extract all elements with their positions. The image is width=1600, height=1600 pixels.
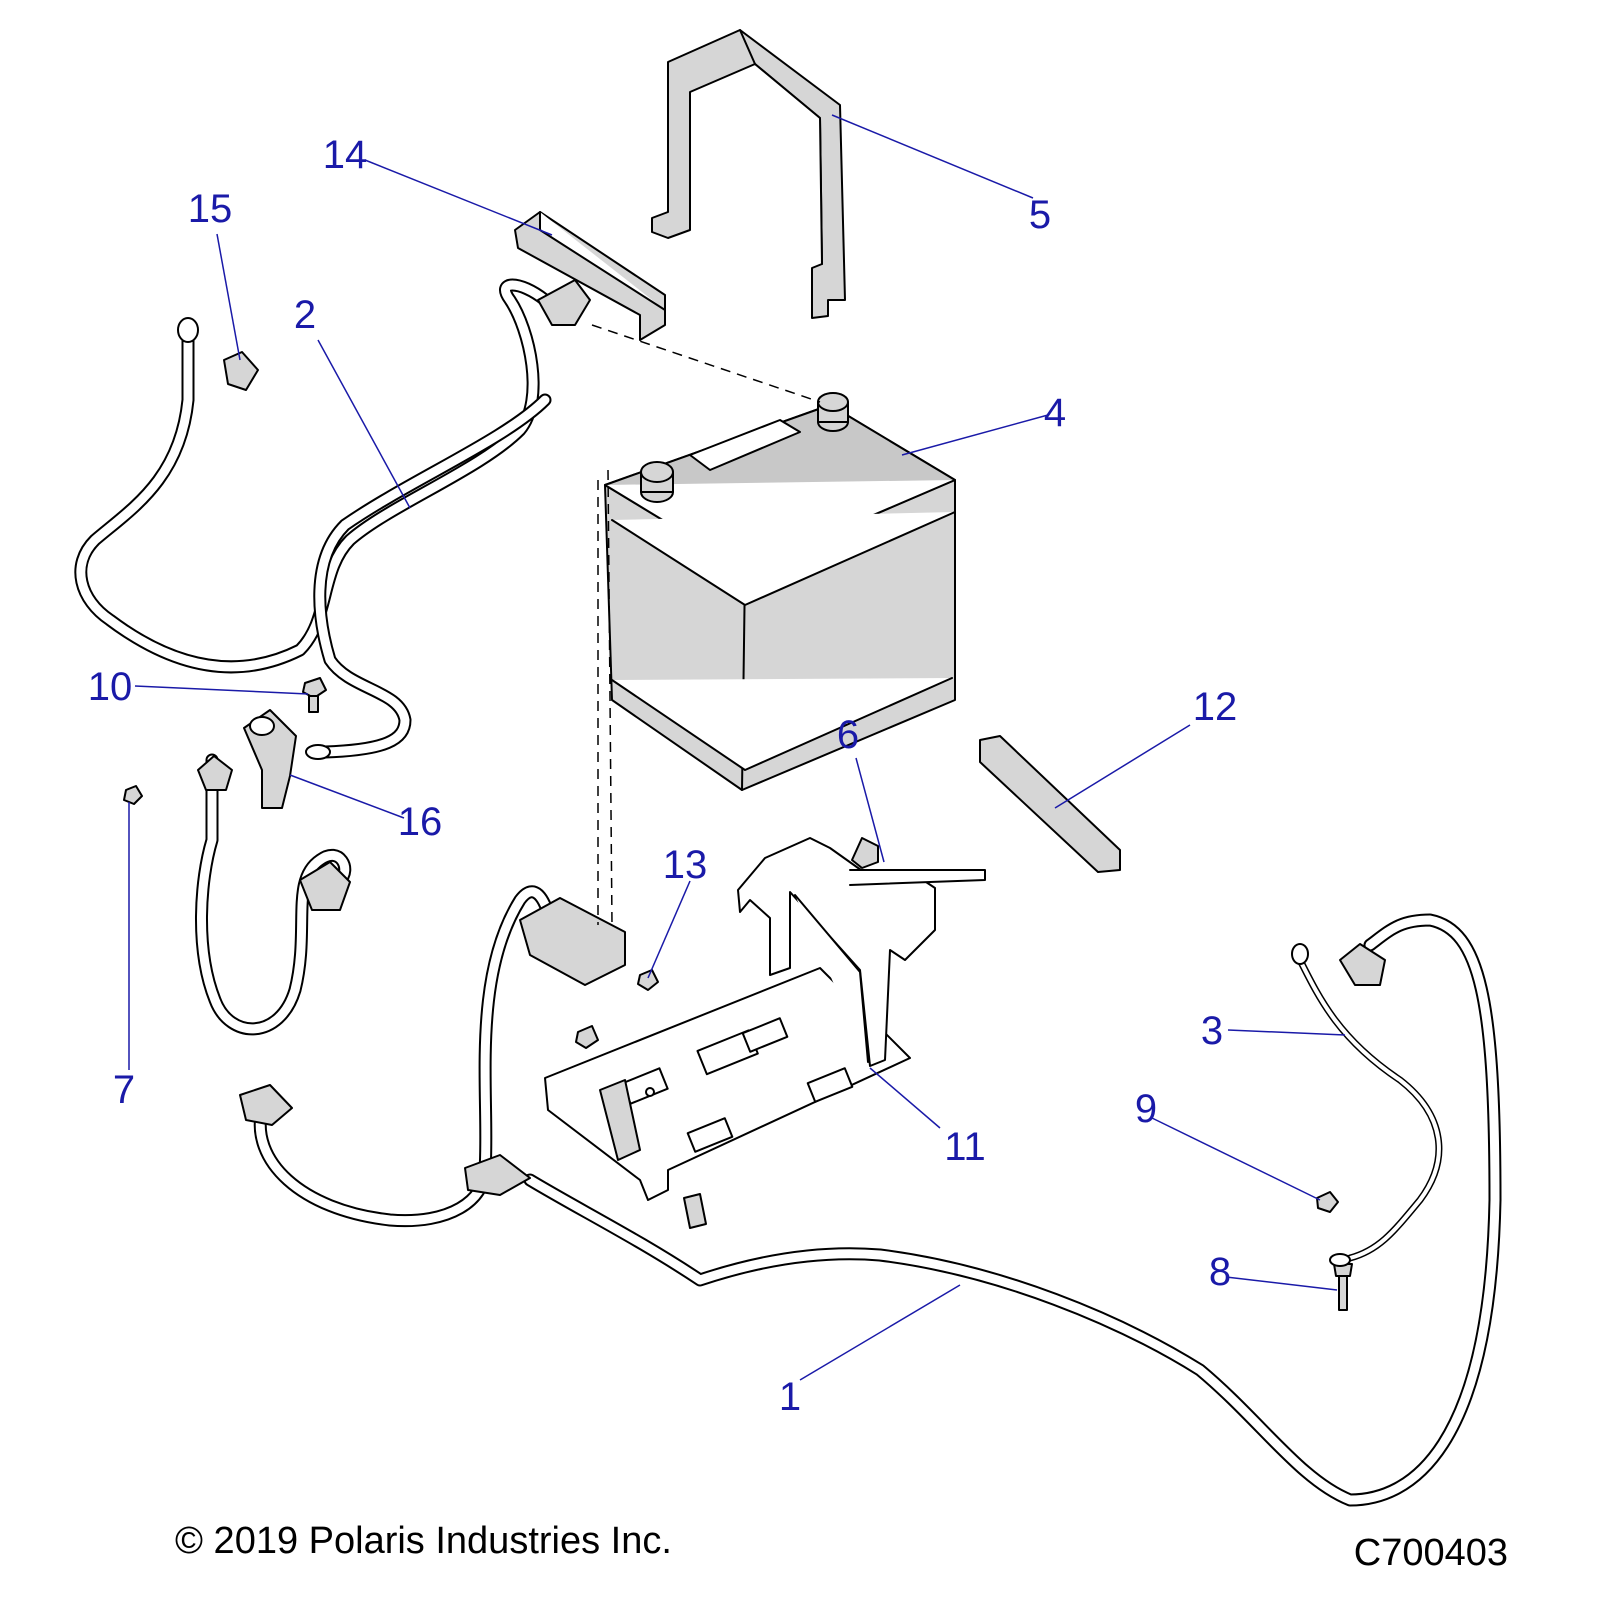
cable-3 (1291, 943, 1443, 1267)
callout-11: 11 (944, 1125, 986, 1169)
cable-2 (74, 278, 591, 760)
callout-16: 16 (398, 800, 443, 844)
callout-14: 14 (323, 133, 368, 177)
callout-7: 7 (113, 1068, 135, 1112)
battery-strap (651, 29, 846, 319)
callout-5: 5 (1029, 193, 1051, 237)
assembly-lines (591, 324, 821, 926)
battery-tray (544, 837, 986, 1201)
cable-1 (195, 753, 1502, 1507)
callout-6: 6 (837, 713, 859, 757)
callout-4: 4 (1044, 391, 1066, 435)
battery (604, 392, 956, 791)
callout-2: 2 (294, 293, 316, 337)
terminal-cover (514, 211, 666, 341)
callout-8: 8 (1209, 1250, 1231, 1294)
callout-3: 3 (1201, 1009, 1223, 1053)
callout-1: 1 (779, 1375, 801, 1419)
copyright-notice: © 2019 Polaris Industries Inc. (175, 1520, 672, 1562)
callout-9: 9 (1135, 1087, 1157, 1131)
fasteners (123, 351, 1353, 1311)
battery-pad (979, 735, 1121, 873)
callout-15: 15 (188, 187, 233, 231)
terminal-boot (243, 709, 297, 809)
leader-lines (128, 114, 1346, 1381)
callout-13: 13 (663, 843, 708, 887)
callout-10: 10 (88, 665, 133, 709)
callout-12: 12 (1193, 685, 1238, 729)
drawing-number: C700403 (1353, 1532, 1508, 1574)
callout-labels: 1 2 3 4 5 6 7 8 9 10 11 12 13 14 15 16 (88, 133, 1238, 1419)
